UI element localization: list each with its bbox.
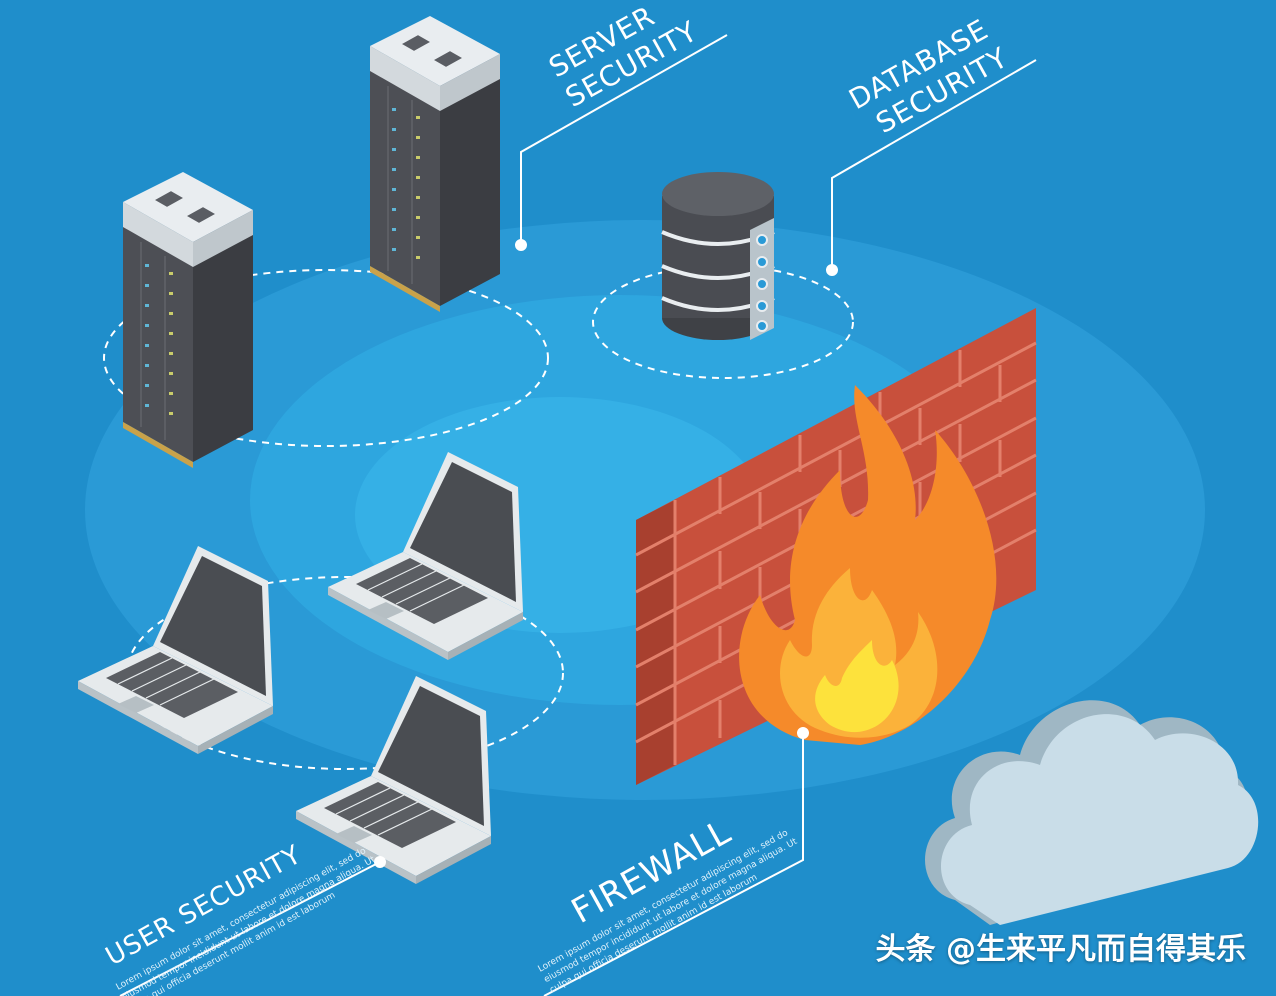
server-tower-right [369,15,501,313]
fire-icon [739,385,997,745]
cloud-icon [925,700,1259,925]
server-tower-left [122,171,254,469]
callout-lines [119,34,1037,996]
database-icon [661,172,775,340]
watermark-text: 头条 @生来平凡而自得其乐 [875,932,1246,967]
